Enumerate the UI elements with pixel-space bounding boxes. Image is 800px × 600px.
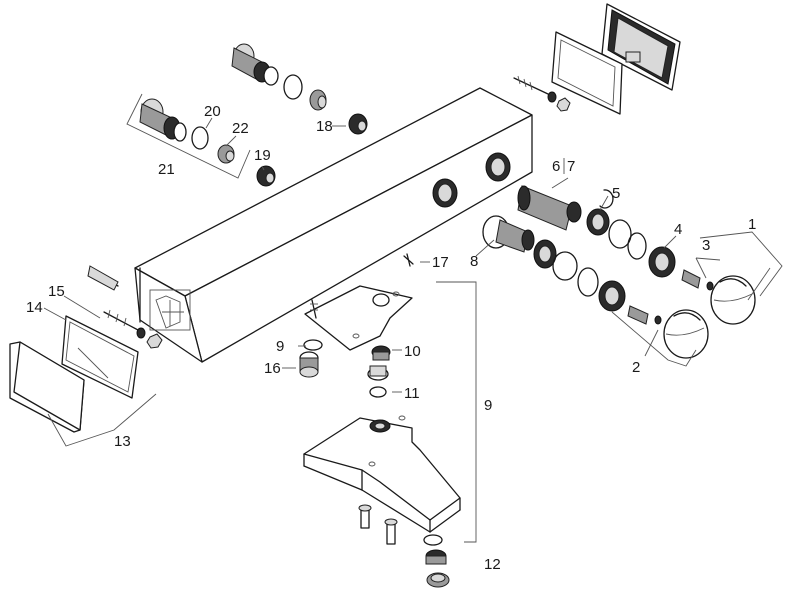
callout-13: 13 [114, 433, 131, 450]
callout-2: 2 [632, 359, 640, 376]
screw-top-right [513, 75, 571, 112]
callout-16: 16 [264, 360, 281, 377]
callout-12: 12 [484, 556, 501, 573]
spout [303, 415, 461, 533]
callout-20: 20 [204, 103, 221, 120]
lower-cartridge-assembly [482, 215, 709, 359]
callout-labels: 1 2 3 4 5 6 7 8 9 9 10 11 12 13 14 15 16… [26, 103, 756, 573]
callout-4: 4 [674, 221, 682, 238]
callout-15: 15 [48, 283, 65, 300]
cover-frame-top-right [551, 3, 681, 115]
callout-22: 22 [232, 120, 249, 137]
callout-17: 17 [432, 254, 449, 271]
callout-5: 5 [612, 185, 620, 202]
upper-cartridge-assembly [517, 185, 756, 325]
leader-lines [43, 117, 783, 543]
connection-left [126, 93, 276, 187]
callout-9a: 9 [276, 338, 284, 355]
spout-screws [358, 504, 398, 545]
callout-8: 8 [470, 253, 478, 270]
callout-3: 3 [702, 237, 710, 254]
callout-14: 14 [26, 299, 43, 316]
callout-6: 6 [552, 158, 560, 175]
connection-top [231, 43, 368, 135]
left-screws [87, 265, 163, 349]
callout-11: 11 [404, 385, 420, 402]
main-body [134, 87, 533, 363]
callout-9b: 9 [484, 397, 492, 414]
callout-7: 7 [567, 158, 575, 175]
callout-10: 10 [404, 343, 421, 360]
mounting-plate [304, 253, 414, 351]
callout-1: 1 [748, 216, 756, 233]
callout-19: 19 [254, 147, 271, 164]
callout-18: 18 [316, 118, 333, 135]
fitting-parts [299, 339, 391, 398]
callout-21: 21 [158, 161, 175, 178]
aerator [423, 534, 450, 588]
left-cover-panels [9, 315, 139, 433]
